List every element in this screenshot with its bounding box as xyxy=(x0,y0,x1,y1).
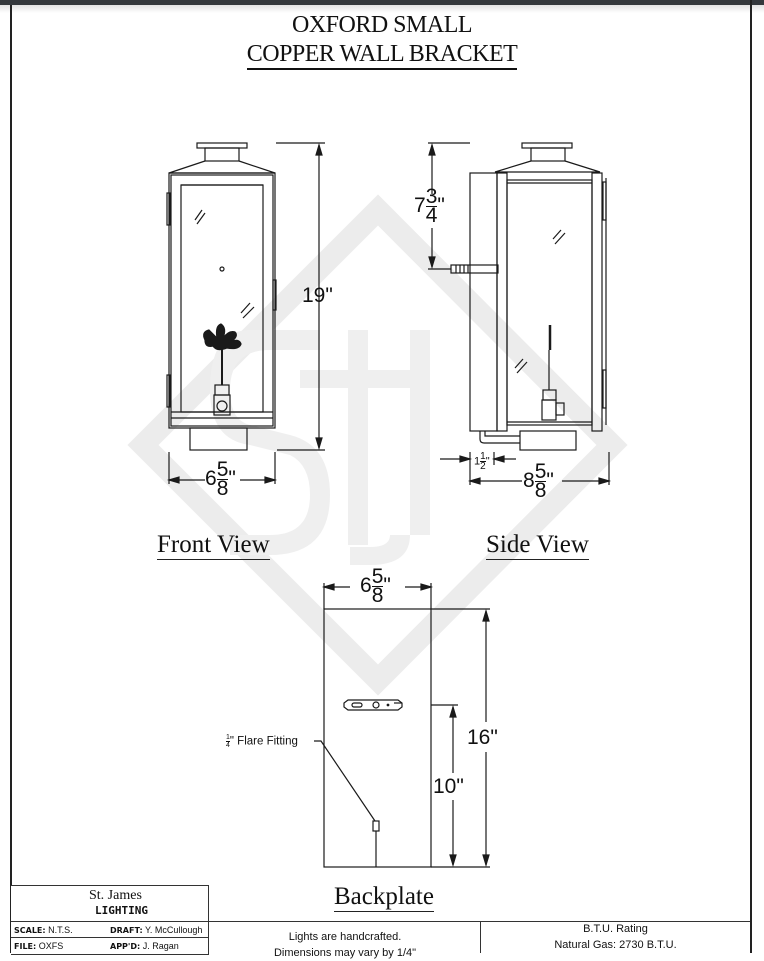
side-dimensions xyxy=(428,142,612,485)
backplate-mount-bar xyxy=(343,699,403,711)
notes-divider xyxy=(208,921,750,922)
front-cap-chimney xyxy=(204,147,240,162)
fitting-leader-line xyxy=(314,740,376,822)
title-block: SJL St. James LIGHTING SCALE: N.T.S. DRA… xyxy=(11,885,209,955)
side-base xyxy=(519,430,577,451)
front-base xyxy=(189,427,248,451)
company-subtitle: LIGHTING xyxy=(95,904,148,917)
front-hole xyxy=(219,266,225,272)
front-view-label: Front View xyxy=(157,531,270,560)
side-view-label: Side View xyxy=(486,531,589,560)
side-view-lantern xyxy=(450,142,607,451)
backplate-view-label: Backplate xyxy=(334,883,434,912)
company-name: St. James xyxy=(89,888,142,903)
front-dimensions xyxy=(166,142,325,484)
front-view-lantern xyxy=(166,142,277,451)
backplate-outline xyxy=(323,608,432,868)
drawing-border-left xyxy=(10,5,12,953)
drawing-title-line2: COPPER WALL BRACKET xyxy=(0,40,764,70)
drawing-title-line1: OXFORD SMALL xyxy=(291,12,473,38)
scale-draft-row: SCALE: N.T.S. DRAFT: Y. McCullough xyxy=(11,921,208,937)
front-flame xyxy=(203,323,242,351)
front-height-dimension: 19" xyxy=(302,284,333,307)
backplate-height-dimension: 16" xyxy=(467,726,498,749)
btu-rating: B.T.U. Rating Natural Gas: 2730 B.T.U. xyxy=(554,923,677,951)
viewer-top-shadow xyxy=(0,5,764,13)
notes-column-divider xyxy=(480,921,481,953)
handcrafted-note: Lights are handcrafted. Dimensions may v… xyxy=(273,931,417,959)
viewer-top-bar xyxy=(0,0,764,5)
backplate-flare-fitting xyxy=(372,820,380,832)
logo-letters: SJL xyxy=(55,896,67,903)
side-gas-inlet xyxy=(450,264,499,274)
watermark-letters xyxy=(210,330,430,565)
front-cap-top xyxy=(196,142,248,149)
drawing-border-right xyxy=(750,0,752,953)
file-approved-row: FILE: OXFS APP'D: J. Ragan xyxy=(11,937,208,953)
backplate-mount-height-dimension: 10" xyxy=(433,775,464,798)
backplate-drawing xyxy=(314,583,490,868)
front-roof xyxy=(168,160,276,174)
